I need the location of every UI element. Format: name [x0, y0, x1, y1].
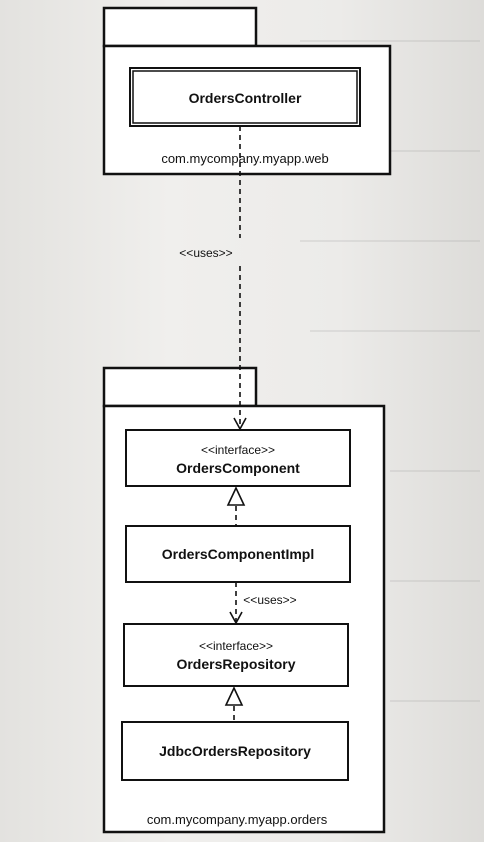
bleed-through-line	[390, 580, 480, 582]
dependency-impl-uses-repository: <<uses>>	[229, 582, 297, 625]
bleed-through-line	[360, 150, 480, 152]
package-tab	[102, 6, 258, 48]
realization-triangle	[226, 486, 246, 506]
class-jdbc-orders-repository: JdbcOrdersRepository	[121, 721, 349, 781]
arrowhead-open	[233, 417, 247, 431]
stereotype-label: <<interface>>	[199, 639, 273, 653]
interface-orders-component: <<interface>> OrdersComponent	[125, 429, 351, 487]
bleed-through-line	[390, 700, 480, 702]
interface-orders-repository: <<interface>> OrdersRepository	[123, 623, 349, 687]
dependency-label: <<uses>>	[179, 246, 232, 260]
package-tab	[102, 366, 258, 408]
dependency-label: <<uses>>	[243, 593, 296, 607]
class-box	[129, 67, 361, 127]
bleed-through-line	[300, 40, 480, 42]
class-name: OrdersController	[189, 90, 302, 106]
bleed-through-line	[310, 330, 480, 332]
class-name: OrdersRepository	[176, 656, 295, 672]
arrowhead-open	[229, 611, 243, 625]
class-orders-component-impl: OrdersComponentImpl	[125, 525, 351, 583]
dependency-controller-uses-component: <<uses>>	[179, 126, 247, 431]
class-orders-controller: OrdersController	[129, 67, 361, 127]
stereotype-label: <<interface>>	[201, 443, 275, 457]
class-name: JdbcOrdersRepository	[159, 743, 311, 759]
class-box	[125, 525, 351, 583]
class-box	[123, 623, 349, 687]
class-name: OrdersComponent	[176, 460, 300, 476]
class-name: OrdersComponentImpl	[162, 546, 314, 562]
realization-triangle	[224, 686, 244, 706]
package-name: com.mycompany.myapp.web	[161, 151, 328, 166]
class-box	[125, 429, 351, 487]
package-name: com.mycompany.myapp.orders	[147, 812, 328, 827]
bleed-through-line	[300, 240, 480, 242]
realization-jdbc-to-repository	[224, 686, 244, 722]
bleed-through-line	[390, 470, 480, 472]
class-box	[121, 721, 349, 781]
realization-impl-to-component	[226, 486, 246, 526]
class-inner-border	[132, 70, 358, 124]
